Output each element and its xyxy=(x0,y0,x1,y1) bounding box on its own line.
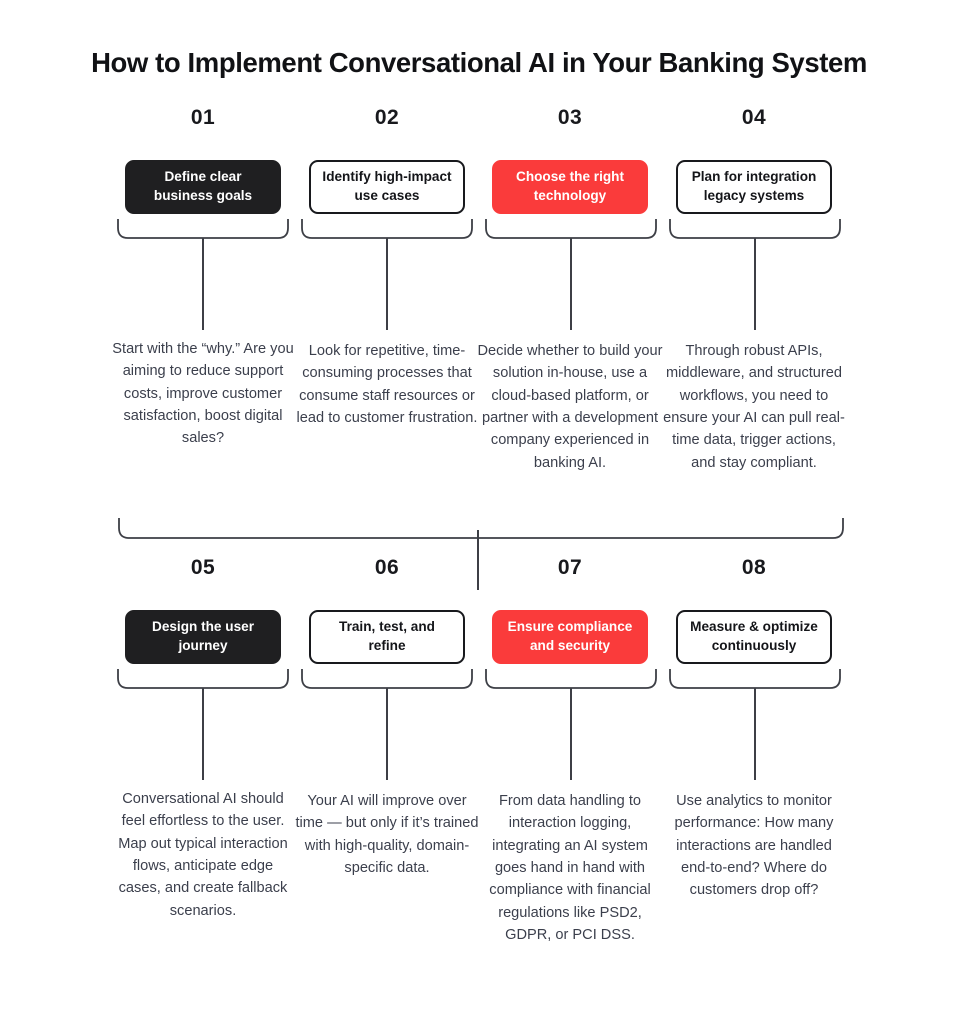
step-column-05: 05 Design the user journey xyxy=(110,557,296,664)
column-stem-02 xyxy=(386,238,388,330)
step-body-05: Conversational AI should feel effortless… xyxy=(118,791,288,919)
step-label-box-03[interactable]: Choose the right technology xyxy=(492,160,648,214)
step-column-03: 03 Choose the right technology xyxy=(477,107,663,214)
step-number-01: 01 xyxy=(190,106,216,129)
step-number-02: 02 xyxy=(374,106,400,129)
column-stem-03 xyxy=(570,238,572,330)
step-label-box-06[interactable]: Train, test, and refine xyxy=(309,610,465,664)
step-label-text-08: Measure & optimize continuously xyxy=(690,619,818,653)
step-label-box-08[interactable]: Measure & optimize continuously xyxy=(676,610,832,664)
step-label-text-03: Choose the right technology xyxy=(516,169,624,203)
row-connector-bracket xyxy=(118,518,844,540)
step-body-04: Through robust APIs, middleware, and str… xyxy=(663,343,845,471)
step-body-06: Your AI will improve over time — but onl… xyxy=(295,793,479,876)
column-stem-07 xyxy=(570,688,572,780)
column-stem-01 xyxy=(202,238,204,330)
step-label-text-04: Plan for integration legacy systems xyxy=(691,169,817,203)
step-number-03: 03 xyxy=(557,106,583,129)
step-label-box-05[interactable]: Design the user journey xyxy=(125,610,281,664)
step-column-06: 06 Train, test, and refine xyxy=(294,557,480,664)
step-column-07: 07 Ensure compliance and security xyxy=(477,557,663,664)
step-label-text-05: Design the user journey xyxy=(152,619,254,653)
step-label-text-07: Ensure compliance and security xyxy=(507,619,633,653)
step-body-07: From data handling to interaction loggin… xyxy=(489,793,651,943)
step-label-box-04[interactable]: Plan for integration legacy systems xyxy=(676,160,832,214)
step-number-04: 04 xyxy=(741,106,767,129)
step-label-box-07[interactable]: Ensure compliance and security xyxy=(492,610,648,664)
step-body-02: Look for repetitive, time-consuming proc… xyxy=(296,343,478,426)
step-column-04: 04 Plan for integration legacy systems xyxy=(661,107,847,214)
step-body-08: Use analytics to monitor performance: Ho… xyxy=(674,793,834,899)
step-column-08: 08 Measure & optimize continuously xyxy=(661,557,847,664)
row-connector-stem xyxy=(477,530,479,590)
step-number-05: 05 xyxy=(190,556,216,579)
step-label-text-02: Identify high-impact use cases xyxy=(322,169,452,203)
step-label-text-01: Define clear business goals xyxy=(153,169,253,203)
column-stem-04 xyxy=(754,238,756,330)
step-number-08: 08 xyxy=(741,556,767,579)
step-label-box-02[interactable]: Identify high-impact use cases xyxy=(309,160,465,214)
column-stem-08 xyxy=(754,688,756,780)
step-label-box-01[interactable]: Define clear business goals xyxy=(125,160,281,214)
step-body-03: Decide whether to build your solution in… xyxy=(477,343,663,471)
column-stem-06 xyxy=(386,688,388,780)
column-stem-05 xyxy=(202,688,204,780)
page-title: How to Implement Conversational AI in Yo… xyxy=(91,47,867,79)
step-body-01: Start with the “why.” Are you aiming to … xyxy=(112,341,294,447)
step-column-02: 02 Identify high-impact use cases xyxy=(294,107,480,214)
step-number-06: 06 xyxy=(374,556,400,579)
step-number-07: 07 xyxy=(557,556,583,579)
step-column-01: 01 Define clear business goals xyxy=(110,107,296,214)
step-label-text-06: Train, test, and refine xyxy=(339,619,435,653)
